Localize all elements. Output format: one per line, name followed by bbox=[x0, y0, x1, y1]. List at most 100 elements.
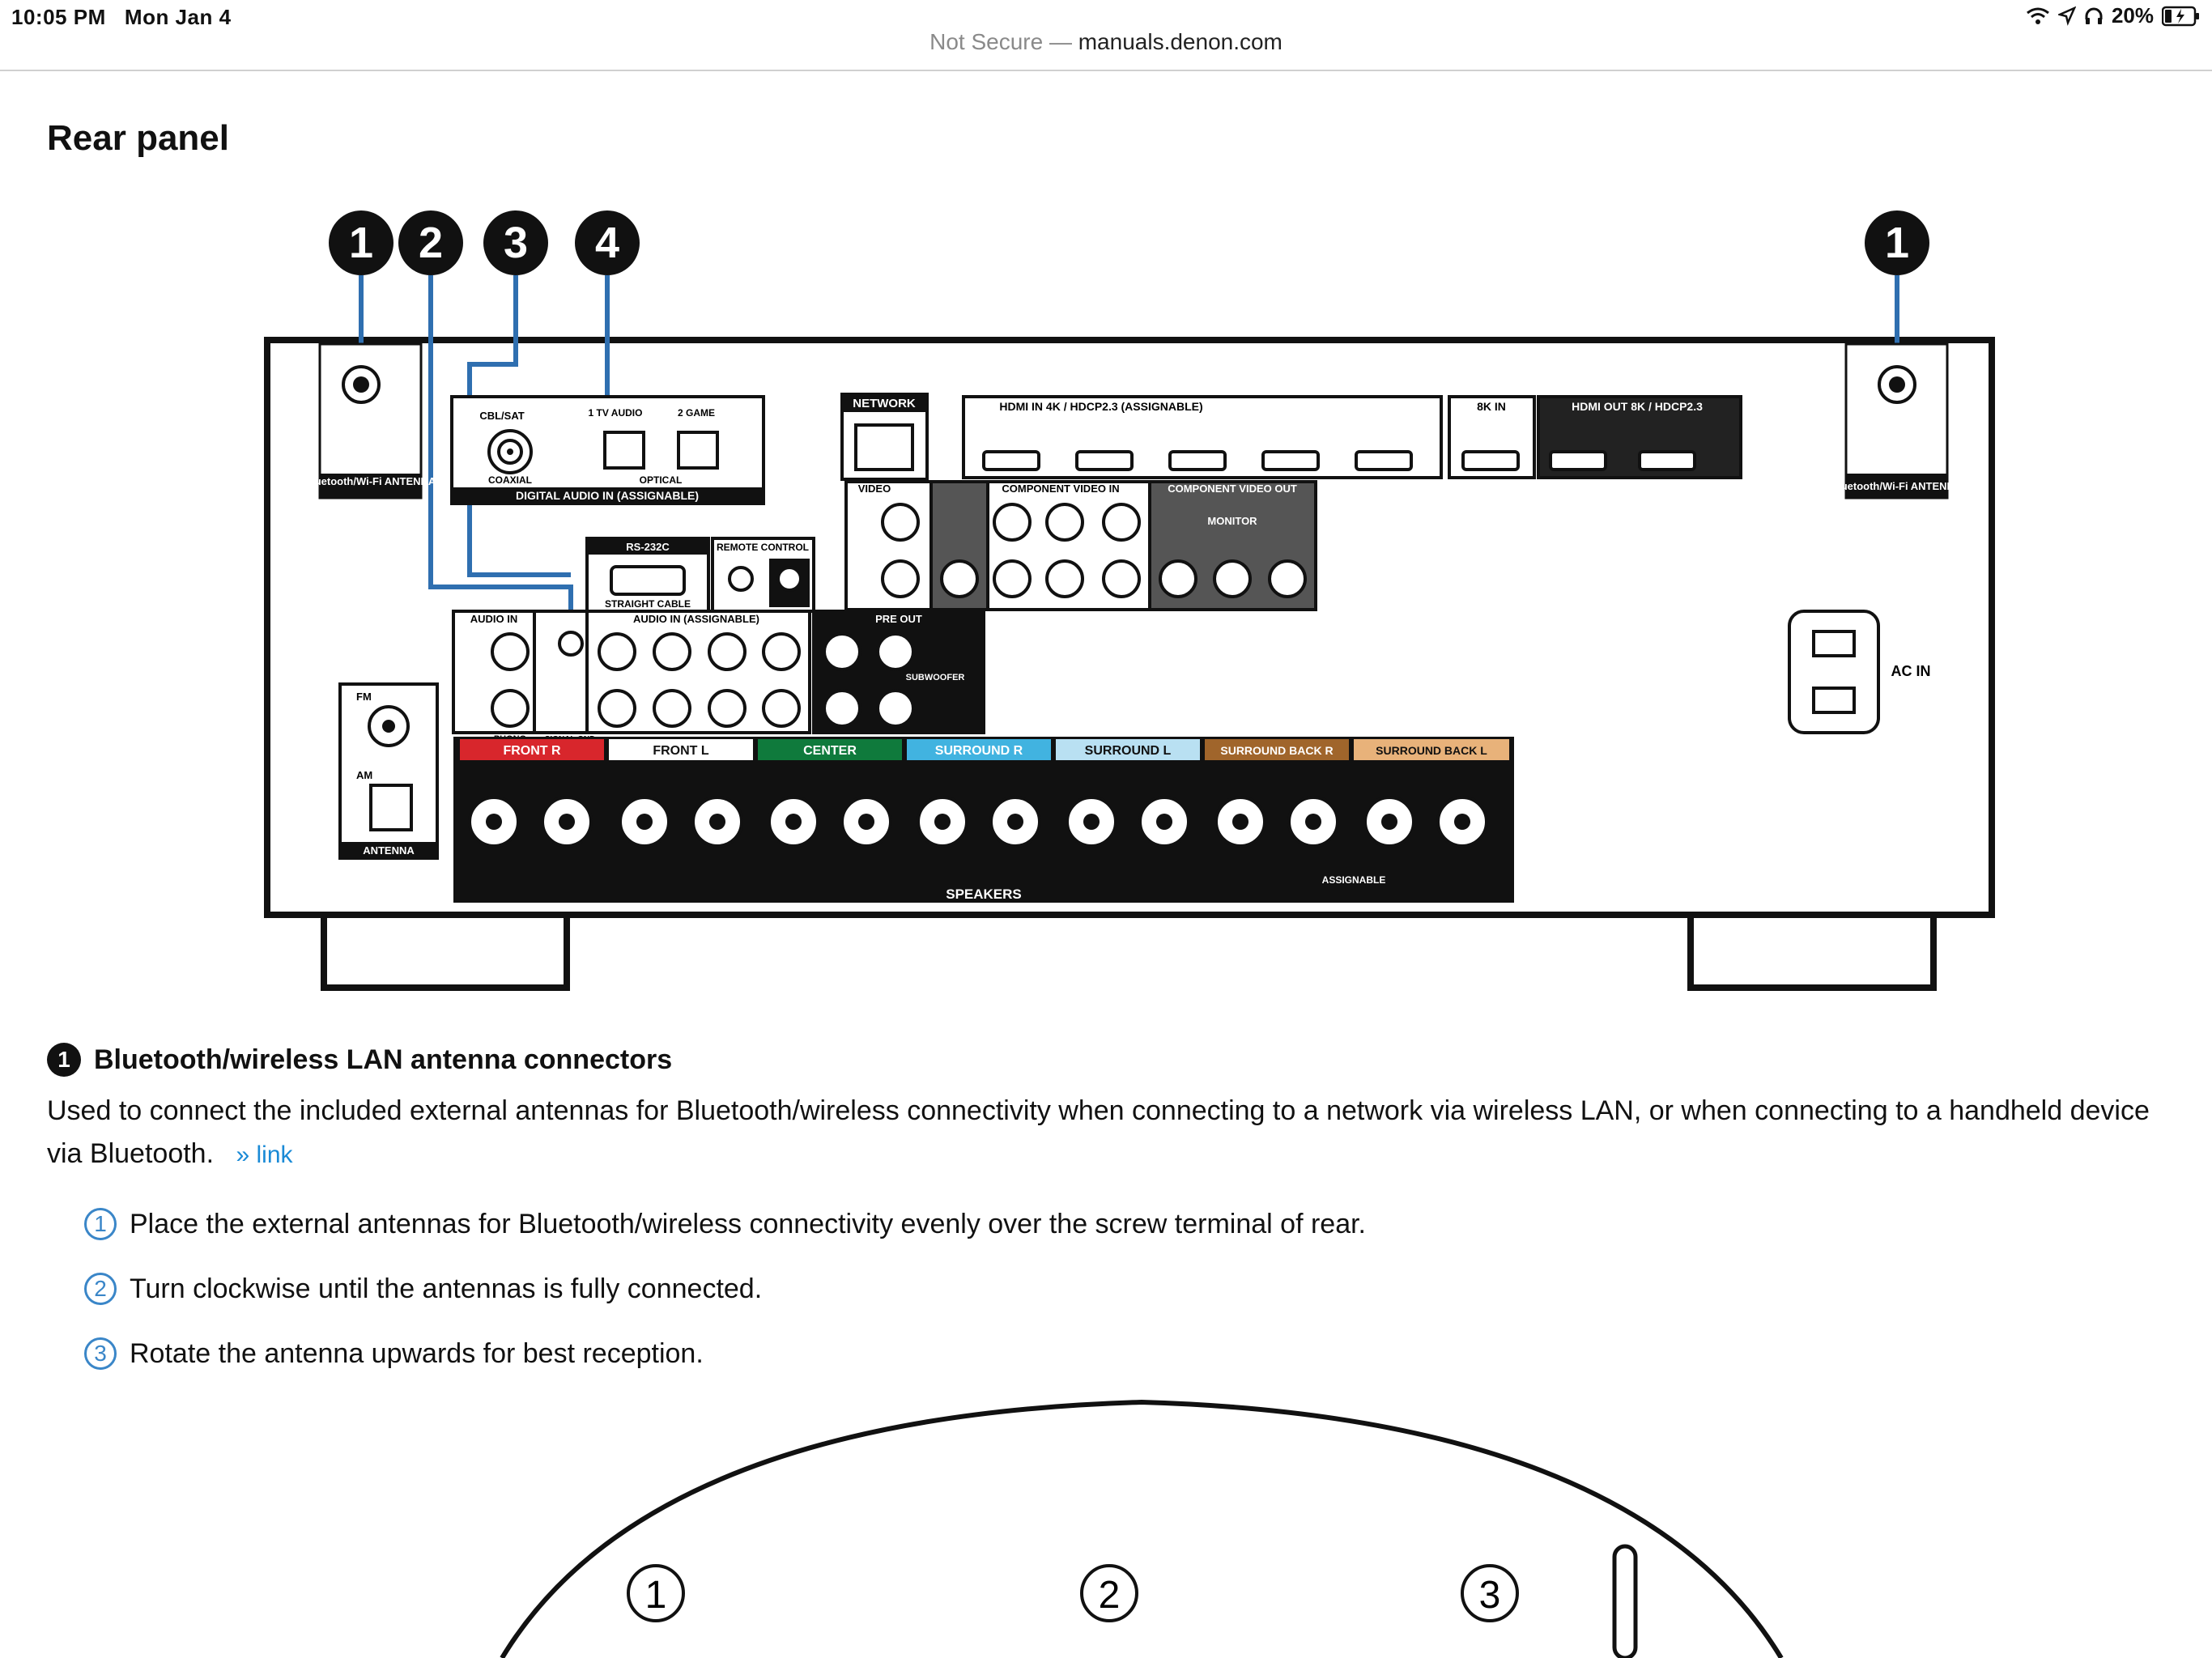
remote-control-panel: REMOTE CONTROL bbox=[711, 537, 815, 613]
svg-text:PRE OUT: PRE OUT bbox=[875, 613, 922, 625]
fm-am-antenna-panel: FM AM ANTENNA bbox=[338, 682, 439, 860]
status-date: Mon Jan 4 bbox=[124, 5, 232, 29]
step-number-icon: 3 bbox=[84, 1337, 117, 1370]
description-text: Used to connect the included external an… bbox=[47, 1095, 2150, 1169]
svg-text:CENTER: CENTER bbox=[803, 744, 857, 758]
rs232c-panel: RS-232C STRAIGHT CABLE bbox=[585, 537, 710, 613]
illustration-outline bbox=[500, 1399, 1784, 1658]
svg-text:AUDIO IN (ASSIGNABLE): AUDIO IN (ASSIGNABLE) bbox=[633, 613, 759, 625]
section-title-text: Bluetooth/wireless LAN antenna connector… bbox=[94, 1044, 673, 1075]
callout-badge: 3 bbox=[483, 210, 548, 275]
speaker-group: CENTER bbox=[758, 739, 902, 760]
speaker-group: FRONT L bbox=[609, 739, 753, 760]
digital-audio-panel: DIGITAL AUDIO IN (ASSIGNABLE) CBL/SAT 1 … bbox=[450, 395, 765, 505]
svg-text:STRAIGHT CABLE: STRAIGHT CABLE bbox=[605, 598, 691, 610]
svg-text:SURROUND R: SURROUND R bbox=[935, 744, 1023, 758]
location-icon bbox=[2057, 6, 2076, 26]
svg-text:COMPONENT VIDEO IN: COMPONENT VIDEO IN bbox=[1002, 483, 1119, 495]
pre-out-panel: PRE OUT SUBWOOFER ZONE2 bbox=[812, 610, 985, 744]
audio-in-panel: AUDIO IN PHONO SIGNAL GND AUDIO IN (ASSI… bbox=[452, 610, 811, 744]
callout-badge: 2 bbox=[398, 210, 463, 275]
callout-badge: 1 bbox=[1865, 210, 1929, 275]
svg-text:AUDIO IN: AUDIO IN bbox=[470, 613, 518, 625]
svg-text:4: 4 bbox=[595, 219, 619, 267]
network-port-panel: NETWORK bbox=[840, 393, 929, 481]
illustration-step-marker: 1 bbox=[627, 1564, 685, 1622]
svg-text:1: 1 bbox=[1885, 219, 1909, 267]
status-time: 10:05 PM Mon Jan 4 bbox=[11, 5, 232, 30]
svg-text:DIGITAL AUDIO IN (ASSIGNABLE): DIGITAL AUDIO IN (ASSIGNABLE) bbox=[516, 489, 699, 502]
address-bar[interactable]: Not Secure — manuals.denon.com bbox=[0, 24, 2212, 71]
ac-in-socket: AC IN bbox=[1788, 610, 1931, 734]
svg-text:SURROUND BACK L: SURROUND BACK L bbox=[1376, 744, 1487, 757]
step-number-icon: 2 bbox=[84, 1273, 117, 1305]
svg-text:SURROUND BACK R: SURROUND BACK R bbox=[1220, 744, 1333, 757]
svg-text:2 GAME: 2 GAME bbox=[678, 407, 715, 419]
svg-text:AM: AM bbox=[356, 769, 372, 781]
step-text: Turn clockwise until the antennas is ful… bbox=[130, 1273, 763, 1304]
section-number-badge: 1 bbox=[47, 1043, 81, 1077]
callout-badge: 4 bbox=[575, 210, 640, 275]
illustration-step-marker: 2 bbox=[1080, 1564, 1138, 1622]
svg-text:ASSIGNABLE: ASSIGNABLE bbox=[1322, 874, 1386, 886]
svg-text:COAXIAL: COAXIAL bbox=[488, 474, 532, 486]
speaker-group: SURROUND L bbox=[1056, 739, 1200, 760]
not-secure-label: Not Secure — bbox=[929, 29, 1072, 54]
section-heading: 1 Bluetooth/wireless LAN antenna connect… bbox=[47, 1043, 672, 1077]
svg-text:COMPONENT VIDEO OUT: COMPONENT VIDEO OUT bbox=[1168, 483, 1297, 495]
battery-percent: 20% bbox=[2111, 3, 2154, 28]
antenna-graphic bbox=[1612, 1544, 1638, 1658]
svg-text:1 TV AUDIO: 1 TV AUDIO bbox=[589, 407, 643, 419]
speaker-group: SURROUND BACK R bbox=[1205, 739, 1349, 760]
svg-text:FRONT R: FRONT R bbox=[503, 744, 561, 758]
svg-text:CBL/SAT: CBL/SAT bbox=[479, 410, 524, 422]
hdmi-out-panel: HDMI OUT 8K / HDCP2.3 bbox=[1537, 395, 1742, 479]
svg-text:3: 3 bbox=[504, 219, 528, 267]
section-description: Used to connect the included external an… bbox=[47, 1090, 2184, 1176]
antenna-install-illustration: 1 2 3 bbox=[500, 1399, 1784, 1658]
svg-text:8K IN: 8K IN bbox=[1477, 400, 1506, 413]
svg-text:1: 1 bbox=[349, 219, 373, 267]
callout-badge: 1 bbox=[329, 210, 393, 275]
left-foot bbox=[321, 912, 570, 991]
wifi-icon bbox=[2027, 7, 2049, 24]
svg-text:SURROUND L: SURROUND L bbox=[1085, 744, 1172, 758]
svg-text:HDMI IN 4K / HDCP2.3 (ASSIGNAB: HDMI IN 4K / HDCP2.3 (ASSIGNABLE) bbox=[999, 400, 1202, 413]
svg-text:HDMI OUT 8K / HDCP2.3: HDMI OUT 8K / HDCP2.3 bbox=[1572, 400, 1703, 413]
step-text: Place the external antennas for Bluetoot… bbox=[130, 1208, 1366, 1239]
hdmi-in-panel: HDMI IN 4K / HDCP2.3 (ASSIGNABLE) 8K IN bbox=[962, 395, 1536, 479]
bt-antenna-right: Bluetooth/Wi-Fi ANTENNA bbox=[1831, 342, 1963, 500]
svg-text:2: 2 bbox=[419, 219, 443, 267]
svg-text:SUBWOOFER: SUBWOOFER bbox=[906, 673, 965, 682]
svg-text:FRONT L: FRONT L bbox=[653, 744, 709, 758]
svg-text:VIDEO: VIDEO bbox=[858, 483, 891, 495]
list-item: 1 Place the external antennas for Blueto… bbox=[84, 1192, 1366, 1256]
url-display[interactable]: Not Secure — manuals.denon.com bbox=[929, 29, 1283, 55]
svg-text:NETWORK: NETWORK bbox=[853, 397, 916, 410]
svg-text:1: 1 bbox=[645, 1574, 667, 1617]
svg-text:FM: FM bbox=[356, 691, 372, 703]
svg-text:REMOTE CONTROL: REMOTE CONTROL bbox=[717, 542, 809, 553]
list-item: 3 Rotate the antenna upwards for best re… bbox=[84, 1321, 1366, 1386]
svg-text:Bluetooth/Wi-Fi ANTENNA: Bluetooth/Wi-Fi ANTENNA bbox=[304, 475, 436, 487]
svg-text:2: 2 bbox=[1099, 1574, 1121, 1617]
page-title: Rear panel bbox=[47, 118, 229, 158]
svg-text:ANTENNA: ANTENNA bbox=[363, 844, 415, 857]
headphones-icon bbox=[2085, 7, 2103, 24]
svg-text:Bluetooth/Wi-Fi ANTENNA: Bluetooth/Wi-Fi ANTENNA bbox=[1831, 480, 1963, 492]
bt-antenna-left: Bluetooth/Wi-Fi ANTENNA bbox=[304, 342, 436, 500]
status-bar: 10:05 PM Mon Jan 4 20% bbox=[0, 0, 2212, 36]
video-component-panel: VIDEO COMPONENT VIDEO IN COMPONENT VIDEO… bbox=[844, 480, 1317, 611]
right-foot bbox=[1687, 912, 1937, 991]
url-domain: manuals.denon.com bbox=[1078, 29, 1283, 54]
svg-text:OPTICAL: OPTICAL bbox=[640, 474, 683, 486]
more-info-link[interactable]: » link bbox=[236, 1141, 293, 1168]
status-indicators: 20% bbox=[2026, 3, 2201, 28]
speaker-terminals-panel: FRONT R FRONT L CENTER SURROUND R SURROU… bbox=[453, 737, 1514, 903]
svg-text:SPEAKERS: SPEAKERS bbox=[946, 886, 1022, 902]
svg-text:RS-232C: RS-232C bbox=[626, 541, 670, 553]
battery-charging-icon bbox=[2162, 6, 2199, 26]
speaker-group: SURROUND BACK L bbox=[1354, 739, 1509, 760]
list-item: 2 Turn clockwise until the antennas is f… bbox=[84, 1256, 1366, 1321]
svg-text:MONITOR: MONITOR bbox=[1207, 515, 1257, 527]
